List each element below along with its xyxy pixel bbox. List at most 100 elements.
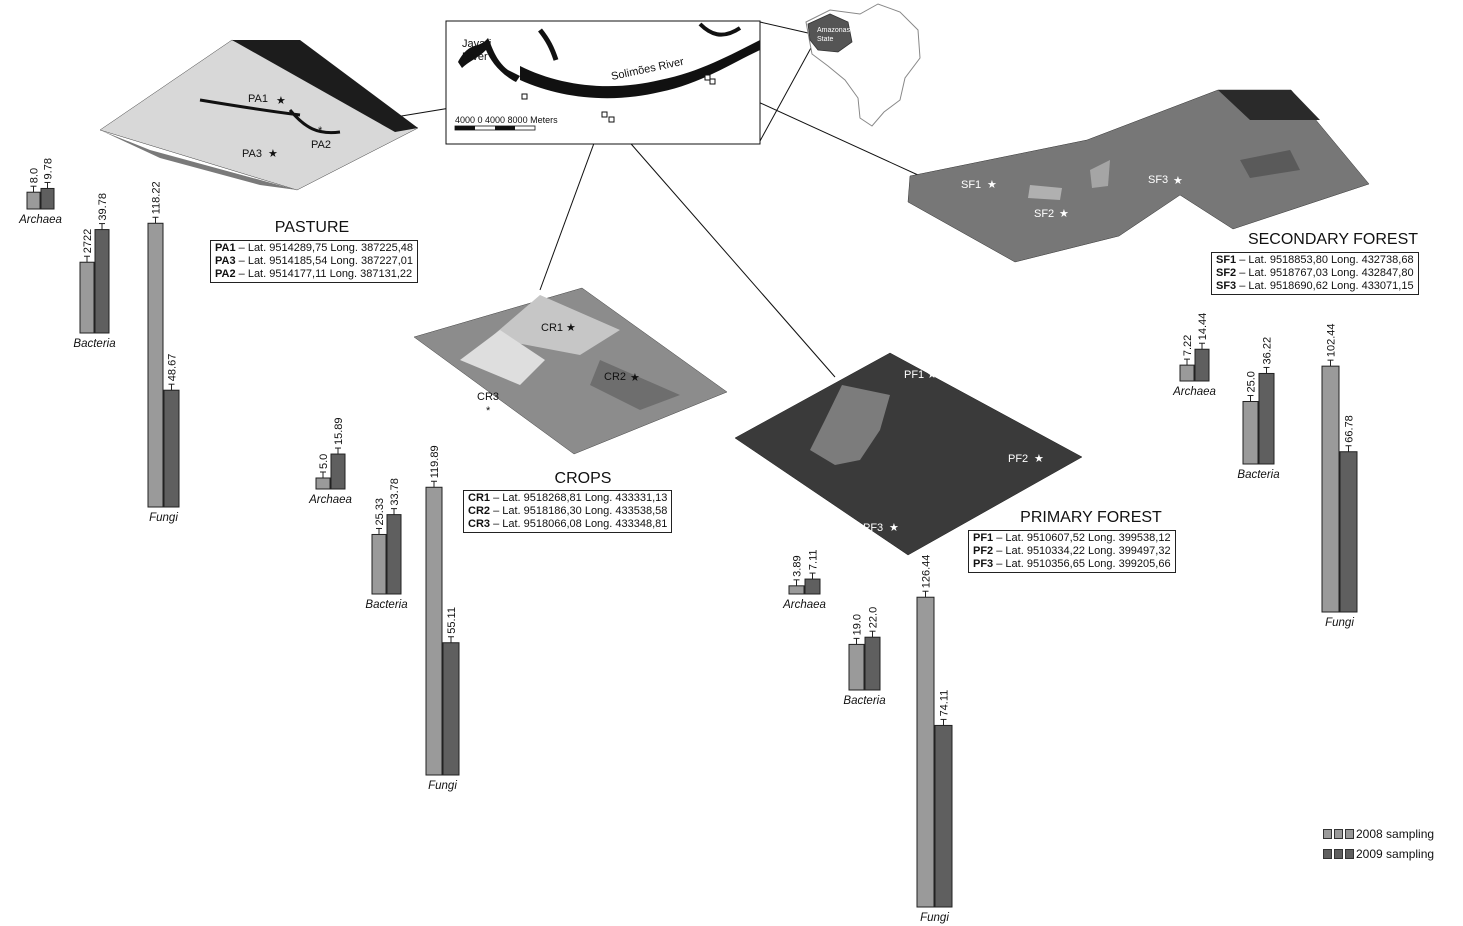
star-icon: ★ bbox=[566, 322, 576, 334]
site-point-sf1: SF1 bbox=[961, 179, 981, 191]
site-point-pf2: PF2 bbox=[1008, 453, 1028, 465]
crops-map: CR1 ★ CR2 ★ CR3 * bbox=[413, 287, 728, 455]
group-label-archaea: Archaea bbox=[308, 494, 352, 506]
legend-swatch bbox=[1334, 829, 1343, 839]
bar-value-label: 8.0 bbox=[29, 168, 41, 183]
coords-box-primary-forest: PF1 – Lat. 9510607,52 Long. 399538,12 PF… bbox=[968, 530, 1176, 573]
coords-box-pasture: PA1 – Lat. 9514289,75 Long. 387225,48 PA… bbox=[210, 240, 418, 283]
bar-2009 bbox=[804, 578, 821, 595]
star-icon: ★ bbox=[1059, 208, 1069, 220]
bar-value-label: 119.89 bbox=[429, 445, 441, 478]
bar-2009 bbox=[94, 229, 110, 334]
scale-label: 4000 0 4000 8000 Meters bbox=[455, 115, 558, 125]
brazil-outline: Amazonas State bbox=[805, 3, 921, 127]
bar-value-label: 25.33 bbox=[374, 498, 386, 526]
site-point-cr2: CR2 bbox=[604, 371, 626, 383]
site-title-secondary-forest: SECONDARY FOREST bbox=[1248, 231, 1418, 248]
coord-row: PF2 – Lat. 9510334,22 Long. 399497,32 bbox=[973, 545, 1171, 557]
site-title-primary-forest: PRIMARY FOREST bbox=[1020, 509, 1162, 526]
bar-value-label: 55.11 bbox=[446, 607, 458, 634]
group-label-archaea: Archaea bbox=[18, 214, 62, 226]
coord-row: SF1 – Lat. 9518853,80 Long. 432738,68 bbox=[1216, 254, 1414, 266]
coord-row: CR3 – Lat. 9518066,08 Long. 433348,81 bbox=[468, 518, 668, 530]
bar-value-label: 118.22 bbox=[151, 181, 163, 214]
star-icon: ★ bbox=[276, 95, 286, 107]
star-icon: ★ bbox=[1034, 453, 1044, 465]
state-label: State bbox=[817, 36, 833, 43]
bar-value-label: 3.89 bbox=[792, 555, 804, 576]
bar-2009 bbox=[1339, 451, 1358, 613]
bar-2008 bbox=[425, 486, 443, 776]
site-point-cr3: CR3 bbox=[477, 391, 499, 403]
bar-value-label: 22.0 bbox=[868, 607, 880, 628]
star-icon: * bbox=[318, 125, 323, 137]
bar-2009 bbox=[40, 187, 55, 210]
group-label-fungi: Fungi bbox=[1325, 617, 1354, 629]
bar-value-label: 15.89 bbox=[333, 418, 345, 446]
legend-swatch bbox=[1334, 849, 1343, 859]
site-title-crops: CROPS bbox=[555, 470, 612, 487]
bar-value-label: 14.44 bbox=[1197, 313, 1209, 341]
bar-value-label: 36.22 bbox=[1262, 337, 1274, 365]
group-label-fungi: Fungi bbox=[428, 780, 457, 792]
bar-2008 bbox=[371, 533, 387, 595]
star-icon: * bbox=[486, 405, 491, 417]
legend-swatch bbox=[1323, 829, 1332, 839]
bar-2008 bbox=[1321, 365, 1340, 613]
bar-value-label: 25.0 bbox=[1246, 371, 1258, 392]
site-point-pa1: PA1 bbox=[248, 93, 268, 105]
bar-value-label: 126.44 bbox=[921, 555, 933, 589]
locator-map: Javari River Solimões River 4000 0 4000 … bbox=[445, 20, 761, 145]
group-label-bacteria: Bacteria bbox=[843, 695, 885, 707]
bar-value-label: 19.0 bbox=[852, 614, 864, 635]
legend: 2008 sampling 2009 sampling bbox=[1323, 824, 1434, 864]
site-point-sf3: SF3 bbox=[1148, 174, 1168, 186]
group-label-archaea: Archaea bbox=[1172, 386, 1216, 398]
bar-2009 bbox=[386, 514, 402, 595]
bar-2008 bbox=[147, 222, 164, 508]
star-icon: ★ bbox=[1173, 175, 1183, 187]
bar-2009 bbox=[1258, 372, 1275, 465]
site-point-pf3: PF3 bbox=[863, 522, 883, 534]
bar-2008 bbox=[788, 585, 805, 595]
coord-row: SF2 – Lat. 9518767,03 Long. 432847,80 bbox=[1216, 267, 1414, 279]
bar-value-label: 48.67 bbox=[167, 354, 179, 382]
bar-2009 bbox=[1194, 348, 1210, 382]
scale-bar: 4000 0 4000 8000 Meters bbox=[454, 115, 558, 131]
legend-item-2008: 2008 sampling bbox=[1323, 824, 1434, 844]
coord-row: CR1 – Lat. 9518268,81 Long. 433331,13 bbox=[468, 492, 668, 504]
bar-2008 bbox=[26, 191, 41, 210]
bar-2008 bbox=[848, 643, 865, 691]
coord-row: PA3 – Lat. 9514185,54 Long. 387227,01 bbox=[215, 255, 413, 267]
javari-river-label: River bbox=[462, 51, 488, 63]
star-icon: ★ bbox=[268, 148, 278, 160]
legend-item-2009: 2009 sampling bbox=[1323, 844, 1434, 864]
javari-river-shape bbox=[458, 38, 520, 82]
star-icon: ★ bbox=[889, 522, 899, 534]
coord-row: PF1 – Lat. 9510607,52 Long. 399538,12 bbox=[973, 532, 1171, 544]
bar-2009 bbox=[864, 636, 881, 691]
javari-label: Javari bbox=[462, 38, 491, 50]
bar-2008 bbox=[1179, 364, 1195, 382]
bar-value-label: 5.0 bbox=[318, 454, 330, 469]
bar-2009 bbox=[330, 453, 346, 490]
secondary-forest-map: SF1 ★ SF2 ★ SF3 ★ bbox=[907, 89, 1370, 263]
group-label-bacteria: Bacteria bbox=[73, 338, 115, 350]
bar-value-label: 74.11 bbox=[939, 690, 951, 717]
group-label-bacteria: Bacteria bbox=[365, 599, 407, 611]
legend-swatch bbox=[1345, 849, 1354, 859]
coord-row: PA2 – Lat. 9514177,11 Long. 387131,22 bbox=[215, 268, 413, 280]
pasture-map: PA1 ★ PA2 * PA3 ★ bbox=[99, 39, 419, 191]
bar-value-label: 102.44 bbox=[1326, 323, 1338, 357]
bar-2008 bbox=[315, 477, 331, 490]
bar-value-label: 33.78 bbox=[389, 478, 401, 506]
site-title-pasture: PASTURE bbox=[275, 219, 349, 236]
